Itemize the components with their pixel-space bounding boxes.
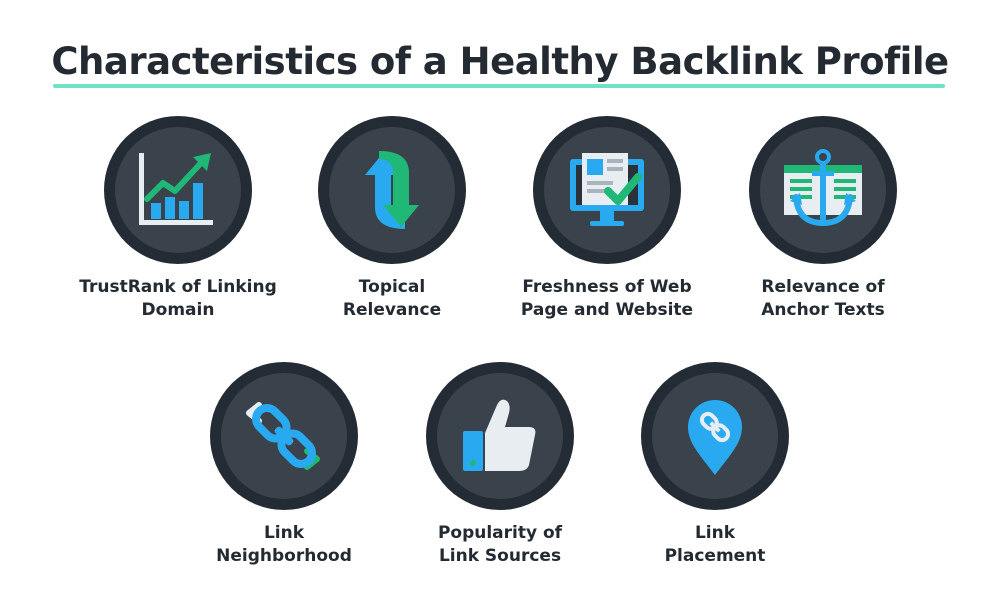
- thumbs-up-icon: [463, 399, 536, 471]
- anchor-icon: [784, 149, 862, 227]
- icon-circle: [104, 116, 252, 264]
- item-label: Freshness of Web Page and Website: [520, 277, 694, 320]
- item-label: Popularity of Link Sources: [437, 523, 563, 566]
- refresh-arrows-icon: [365, 151, 419, 229]
- icon-circle: [533, 116, 681, 264]
- growth-chart-icon: [139, 153, 213, 225]
- item-label: TrustRank of Linking Domain: [79, 277, 277, 320]
- icon-circle: [318, 116, 466, 264]
- icon-circle: [210, 362, 358, 510]
- link-pin-icon: [688, 400, 742, 475]
- item-label: Link Placement: [664, 523, 766, 566]
- icon-circle: [426, 362, 574, 510]
- icon-circle: [749, 116, 897, 264]
- monitor-check-icon: [570, 153, 644, 226]
- icon-circle: [641, 362, 789, 510]
- item-label: Relevance of Anchor Texts: [761, 277, 885, 320]
- item-label: Link Neighborhood: [216, 523, 352, 566]
- chain-link-icon: [246, 402, 320, 470]
- item-label: Topical Relevance: [342, 277, 442, 320]
- page-title: Characteristics of a Healthy Backlink Pr…: [51, 40, 949, 83]
- title-underline: [53, 84, 945, 88]
